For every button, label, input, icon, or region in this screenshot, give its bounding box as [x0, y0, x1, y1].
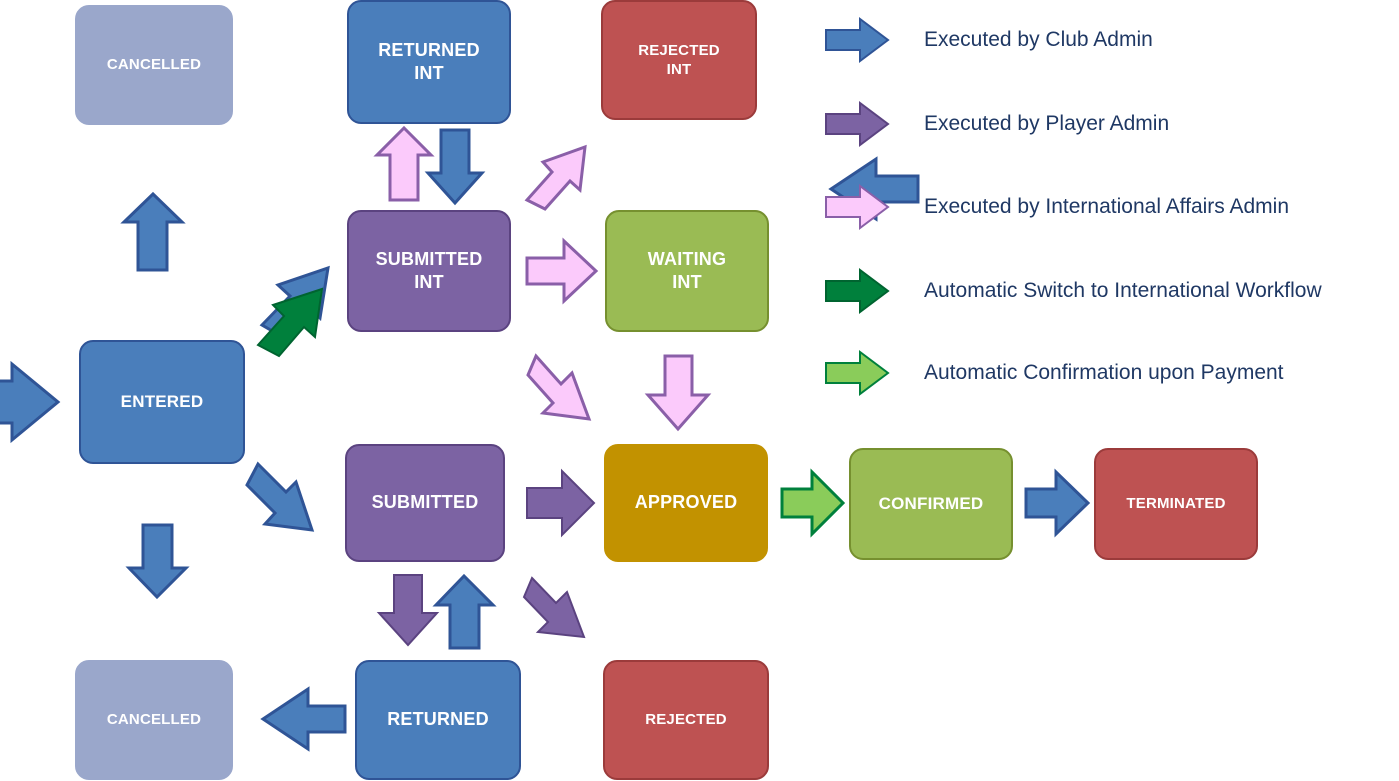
node-label: ENTERED	[120, 392, 204, 412]
connector-confirmed-to-terminated	[1024, 468, 1091, 538]
node-returned[interactable]: RETURNED	[355, 660, 521, 780]
legend-arrow-icon	[825, 350, 890, 396]
connector-returned-to-cancelled	[260, 686, 347, 752]
legend-arrow-icon	[825, 268, 890, 314]
legend-item-auto-switch: Automatic Switch to International Workfl…	[824, 263, 1322, 319]
node-label: REJECTED INT	[638, 41, 720, 78]
connector-returned-to-submitted	[432, 573, 497, 650]
node-rejected-int[interactable]: REJECTED INT	[601, 0, 757, 120]
legend-arrow-icon	[825, 101, 890, 147]
connector-submittedint-to-waitingint	[525, 237, 599, 305]
connector-returnedint-to-submittedint	[424, 128, 486, 206]
connector-submitted-to-returned	[376, 574, 440, 647]
connector-submittedint-to-rejectedint	[524, 144, 587, 211]
legend-label: Executed by Player Admin	[924, 112, 1170, 135]
node-rejected[interactable]: REJECTED	[603, 660, 769, 780]
node-cancelled[interactable]: CANCELLED	[75, 660, 233, 780]
node-label: SUBMITTED INT	[375, 248, 483, 292]
node-entered[interactable]: ENTERED	[79, 340, 245, 464]
connector-entered-to-submittedint-blue	[259, 265, 330, 338]
node-label: RETURNED INT	[378, 39, 480, 83]
node-cancelled-int[interactable]: CANCELLED	[75, 5, 233, 125]
node-returned-int[interactable]: RETURNED INT	[347, 0, 511, 124]
legend-arrow-icon	[825, 17, 890, 63]
connector-submittedint-to-submitted	[526, 353, 592, 421]
node-submitted[interactable]: SUBMITTED	[345, 444, 505, 562]
legend-label: Executed by Club Admin	[924, 28, 1153, 51]
legend-label: Automatic Switch to International Workfl…	[924, 279, 1322, 302]
connector-entered-down	[125, 523, 190, 600]
node-label: SUBMITTED	[371, 492, 479, 513]
legend-item-intl-affairs-admin: Executed by International Affairs Admin	[824, 179, 1289, 235]
connector-waitingint-to-approved	[644, 354, 712, 432]
node-label: TERMINATED	[1126, 495, 1226, 513]
legend-item-player-admin: Executed by Player Admin	[824, 96, 1169, 152]
node-label: APPROVED	[634, 492, 738, 513]
connector-approved-to-confirmed	[780, 468, 846, 538]
legend-label: Executed by International Affairs Admin	[924, 195, 1289, 218]
connector-entered-to-submittedint-autoswitch	[256, 287, 324, 358]
legend-label: Automatic Confirmation upon Payment	[924, 361, 1284, 384]
connector-submitted-to-rejected	[522, 576, 586, 639]
legend-item-club-admin: Executed by Club Admin	[824, 12, 1153, 68]
legend-item-auto-confirm: Automatic Confirmation upon Payment	[824, 345, 1284, 401]
node-label: CANCELLED	[106, 56, 202, 74]
connector-submittedint-to-returnedint	[373, 125, 435, 202]
legend-arrow-icon	[825, 184, 890, 230]
node-waiting-int[interactable]: WAITING INT	[605, 210, 769, 332]
node-confirmed[interactable]: CONFIRMED	[849, 448, 1013, 560]
node-submitted-int[interactable]: SUBMITTED INT	[347, 210, 511, 332]
node-label: WAITING INT	[647, 248, 727, 292]
node-terminated[interactable]: TERMINATED	[1094, 448, 1258, 560]
node-label: CANCELLED	[106, 711, 202, 729]
node-label: CONFIRMED	[878, 494, 984, 514]
connector-submitted-to-approved	[526, 468, 596, 538]
node-label: REJECTED	[645, 711, 727, 729]
node-label: RETURNED	[387, 709, 489, 730]
connector-entered-to-submitted	[245, 461, 315, 532]
node-approved[interactable]: APPROVED	[604, 444, 768, 562]
connector-cancelledint-up	[120, 191, 186, 272]
connector-entry-to-entered	[0, 360, 61, 444]
